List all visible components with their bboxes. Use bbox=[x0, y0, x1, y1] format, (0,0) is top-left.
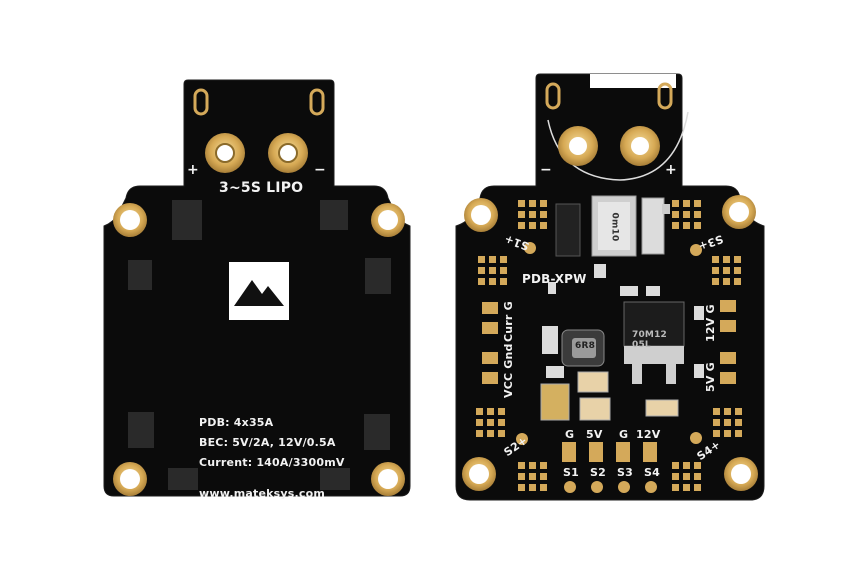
mount-hole-icon bbox=[371, 462, 405, 496]
mount-hole-icon bbox=[371, 203, 405, 237]
esc-pad-grid bbox=[476, 200, 742, 491]
minus-sign: − bbox=[540, 162, 552, 178]
mount-hole-icon bbox=[464, 198, 498, 232]
header-label-5v: 5V bbox=[586, 428, 603, 441]
spec-line-bec: BEC: 5V/2A, 12V/0.5A bbox=[199, 436, 336, 449]
website-label: www.mateksys.com bbox=[199, 487, 326, 500]
battery-pad-minus bbox=[268, 133, 308, 173]
model-label: PDB-XPW bbox=[522, 272, 587, 286]
inductor-marking: 6R8 bbox=[575, 341, 596, 351]
battery-pad-plus bbox=[205, 133, 245, 173]
mount-slot-icon bbox=[309, 88, 325, 116]
signal-label-s2: S2 bbox=[590, 466, 606, 479]
spec-line-current: Current: 140A/3300mV bbox=[199, 456, 345, 469]
plus-sign: + bbox=[187, 162, 199, 178]
signal-label-s3: S3 bbox=[617, 466, 633, 479]
header-pads bbox=[562, 442, 657, 493]
signal-label-s4: S4 bbox=[644, 466, 660, 479]
mount-slot-icon bbox=[657, 82, 673, 110]
header-label-12v: 12V bbox=[636, 428, 661, 441]
mount-hole-icon bbox=[724, 457, 758, 491]
mount-hole-icon bbox=[113, 462, 147, 496]
chip-marking-bottom: 70M12 05L bbox=[632, 330, 668, 350]
mount-hole-icon bbox=[722, 195, 756, 229]
minus-sign: − bbox=[314, 162, 326, 178]
solder-pads bbox=[482, 300, 736, 384]
pad-label-curr-g: Curr G bbox=[502, 301, 515, 342]
left-board bbox=[103, 79, 411, 497]
matek-logo-icon bbox=[229, 262, 289, 320]
battery-pad-minus bbox=[558, 126, 598, 166]
mount-slot-icon bbox=[545, 82, 561, 110]
header-label-g2: G bbox=[619, 428, 629, 441]
signal-label-s1: S1 bbox=[563, 466, 579, 479]
via-pattern bbox=[128, 200, 391, 490]
components bbox=[540, 195, 704, 421]
mount-slot-icon bbox=[193, 88, 209, 116]
pad-label-5v-g: 5V G bbox=[704, 362, 717, 392]
test-pads bbox=[516, 242, 702, 445]
mount-hole-icon bbox=[113, 203, 147, 237]
header-label-g: G bbox=[565, 428, 575, 441]
pad-label-12v-g: 12V G bbox=[704, 304, 717, 342]
spec-line-pdb: PDB: 4x35A bbox=[199, 416, 274, 429]
mount-hole-icon bbox=[462, 457, 496, 491]
battery-label: 3~5S LIPO bbox=[219, 180, 304, 196]
battery-pad-plus bbox=[620, 126, 660, 166]
right-board bbox=[455, 73, 765, 501]
plus-sign: + bbox=[665, 162, 677, 178]
chip-marking-top: 0m10 bbox=[609, 212, 620, 242]
pad-label-vcc-gnd: VCC Gnd bbox=[502, 343, 515, 398]
